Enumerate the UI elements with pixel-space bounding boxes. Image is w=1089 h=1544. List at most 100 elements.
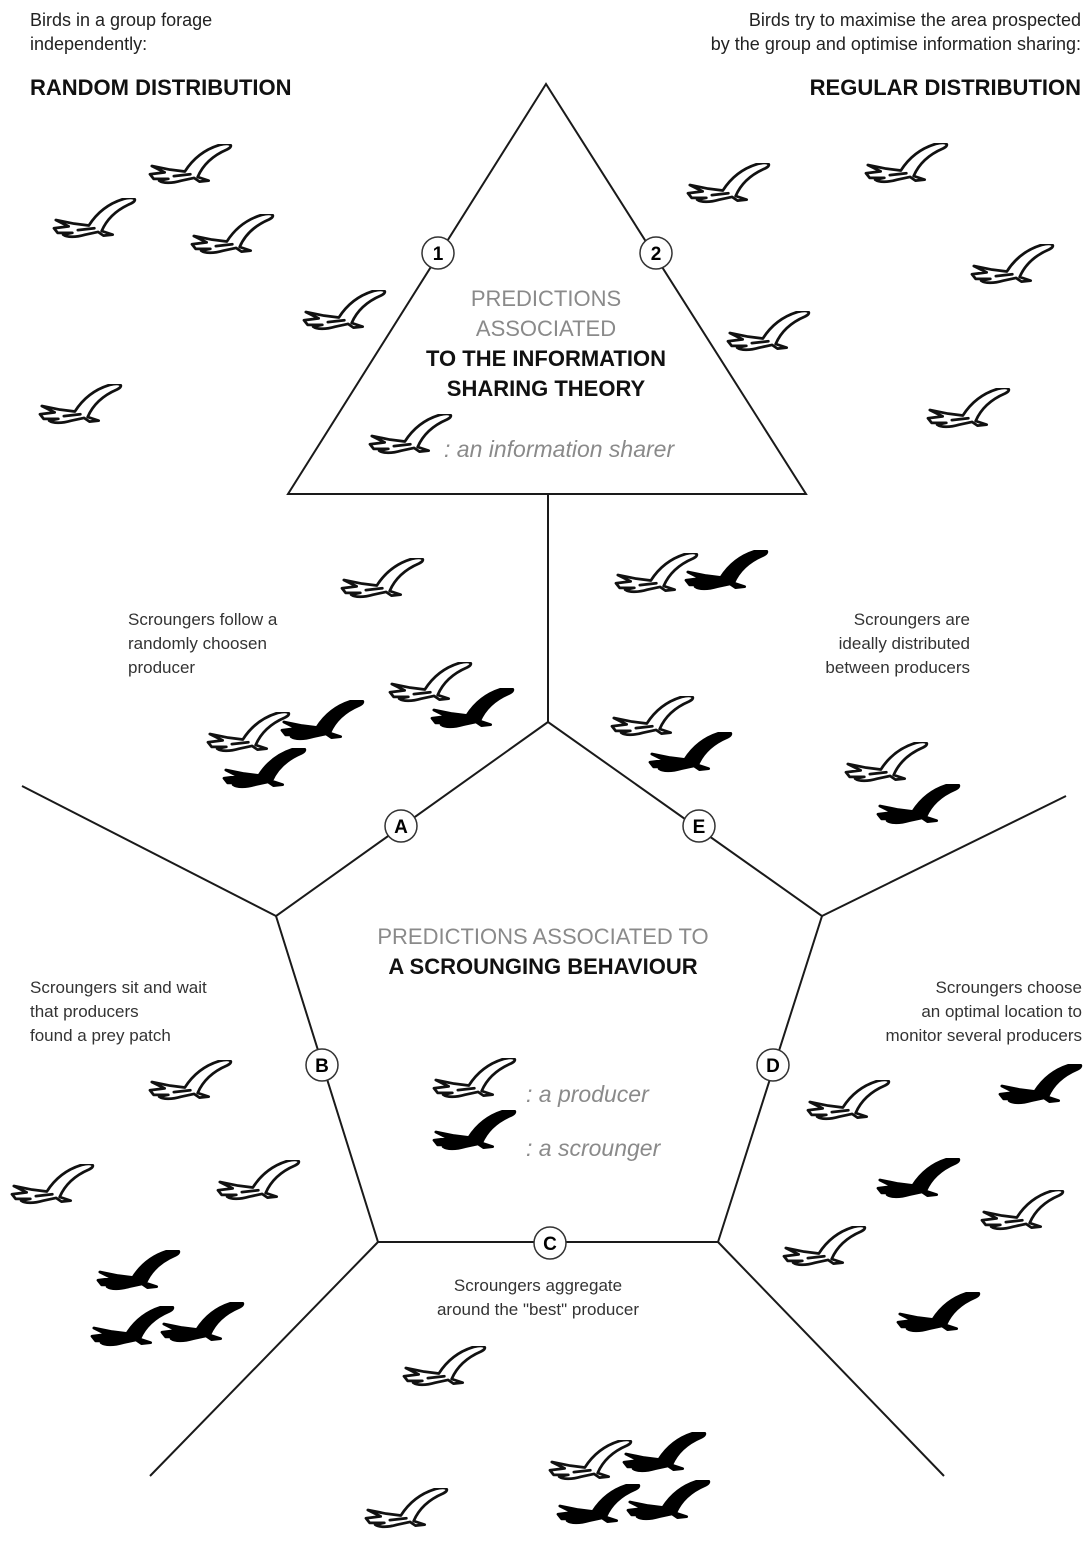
top-right-caption-line2: by the group and optimise information sh… (710, 34, 1081, 54)
marker-A-label: A (394, 817, 408, 838)
region-E-note: Scroungers are ideally distributed betwe… (720, 608, 970, 680)
pentagon-heading-line1: PREDICTIONS ASSOCIATED TO (377, 924, 709, 949)
legend-producer: : a producer (526, 1081, 649, 1107)
black-bird-icon (876, 1158, 961, 1199)
divider-bottom-left (149, 1241, 379, 1477)
region-B-line2: that producers (30, 1002, 139, 1021)
region-A-line3: producer (128, 658, 196, 677)
white-bird-icon (686, 163, 771, 204)
black-bird-icon (648, 732, 733, 773)
region-A-line2: randomly choosen (128, 634, 267, 653)
top-left-caption-line1: Birds in a group forage (30, 10, 213, 30)
marker-E: E (682, 809, 716, 843)
white-bird-icon (614, 553, 699, 594)
divider-left (21, 785, 277, 917)
marker-E-label: E (693, 817, 706, 838)
region-E-line3: between producers (825, 658, 970, 677)
white-bird-icon (806, 1080, 891, 1121)
black-bird-icon (280, 700, 365, 741)
white-bird-icon (340, 558, 425, 599)
white-bird-icon (206, 712, 291, 753)
black-bird-icon (684, 550, 769, 591)
black-bird-icon (90, 1306, 175, 1347)
region-B-line3: found a prey patch (30, 1026, 171, 1045)
white-bird-icon (864, 143, 949, 184)
white-bird-icon (148, 1060, 233, 1101)
region-B-note: Scroungers sit and wait that producers f… (30, 976, 207, 1048)
white-bird-icon (368, 414, 453, 455)
random-distribution-title: RANDOM DISTRIBUTION (30, 75, 292, 100)
marker-C: C (533, 1226, 567, 1260)
region-E-line2: ideally distributed (838, 634, 970, 653)
white-bird-icon (364, 1488, 449, 1529)
white-bird-icon (216, 1160, 301, 1201)
black-bird-icon (998, 1064, 1083, 1105)
top-right-caption-line1: Birds try to maximise the area prospecte… (748, 10, 1081, 30)
white-bird-icon (432, 1058, 517, 1099)
marker-A: A (384, 809, 418, 843)
marker-2-label: 2 (651, 244, 662, 265)
marker-C-label: C (543, 1234, 557, 1255)
white-bird-icon (38, 384, 123, 425)
legend-information-sharer: : an information sharer (444, 436, 675, 462)
triangle-heading: PREDICTIONS ASSOCIATED TO THE INFORMATIO… (346, 284, 746, 404)
marker-B-label: B (315, 1056, 329, 1077)
region-A-note: Scroungers follow a randomly choosen pro… (128, 608, 277, 680)
region-D-line1: Scroungers choose (935, 978, 1082, 997)
triangle-heading-line3: TO THE INFORMATION (426, 346, 666, 371)
black-bird-icon (96, 1250, 181, 1291)
top-left-caption: Birds in a group forage independently: (30, 8, 212, 56)
pentagon-outline (274, 720, 824, 1243)
triangle-heading-line2: ASSOCIATED (475, 316, 617, 341)
triangle-heading-line4: SHARING THEORY (446, 376, 646, 401)
black-bird-icon (622, 1432, 707, 1473)
region-C-note: Scroungers aggregate around the "best" p… (388, 1274, 688, 1322)
region-D-line3: monitor several producers (885, 1026, 1082, 1045)
white-bird-icon (548, 1440, 633, 1481)
region-A-line1: Scroungers follow a (128, 610, 278, 629)
black-bird-icon (432, 1110, 517, 1151)
white-bird-icon (782, 1226, 867, 1267)
regular-distribution-title: REGULAR DISTRIBUTION (809, 75, 1081, 100)
white-bird-icon (926, 388, 1011, 429)
black-bird-icon (876, 784, 961, 825)
region-D-note: Scroungers choose an optimal location to… (790, 976, 1082, 1048)
region-E-line1: Scroungers are (853, 610, 970, 629)
top-right-caption: Birds try to maximise the area prospecte… (521, 8, 1081, 56)
region-B-line1: Scroungers sit and wait (30, 978, 207, 997)
black-bird-icon (222, 748, 307, 789)
legend-scrounger: : a scrounger (526, 1135, 661, 1161)
black-bird-icon (430, 688, 515, 729)
marker-D: D (756, 1048, 790, 1082)
white-bird-icon (148, 144, 233, 185)
white-bird-icon (388, 662, 473, 703)
black-bird-icon (896, 1292, 981, 1333)
white-bird-icon (10, 1164, 95, 1205)
divider-right (821, 795, 1067, 917)
markers: 1 2 A E B D C (305, 236, 790, 1260)
white-bird-icon (52, 198, 137, 239)
black-bird-icon (556, 1484, 641, 1525)
white-bird-icon (844, 742, 929, 783)
white-bird-icon (980, 1190, 1065, 1231)
divider-bottom-right (717, 1241, 945, 1477)
white-bird-icon (402, 1346, 487, 1387)
top-left-caption-line2: independently: (30, 34, 148, 54)
marker-2: 2 (639, 236, 673, 270)
marker-D-label: D (766, 1056, 780, 1077)
marker-1: 1 (421, 236, 455, 270)
diagram-lines (21, 82, 1067, 1477)
pentagon-heading-line2: A SCROUNGING BEHAVIOUR (388, 954, 698, 979)
marker-B: B (305, 1048, 339, 1082)
triangle-heading-line1: PREDICTIONS (470, 286, 622, 311)
region-D-line2: an optimal location to (921, 1002, 1082, 1021)
white-bird-icon (190, 214, 275, 255)
marker-1-label: 1 (433, 244, 444, 265)
region-C-line1: Scroungers aggregate (453, 1276, 623, 1295)
white-bird-icon (970, 244, 1055, 285)
white-bird-icon (610, 696, 695, 737)
region-C-line2: around the "best" producer (436, 1300, 640, 1319)
pentagon-heading: PREDICTIONS ASSOCIATED TO A SCROUNGING B… (308, 922, 778, 982)
